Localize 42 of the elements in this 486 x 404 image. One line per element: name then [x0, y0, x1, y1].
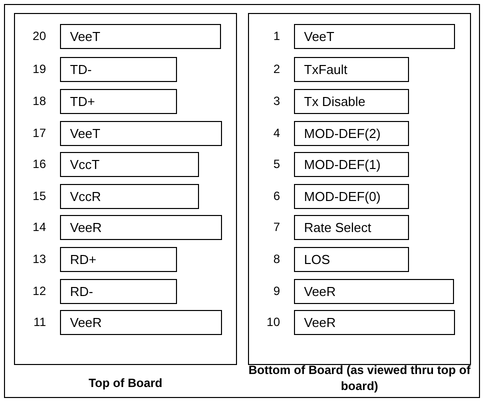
pin-number: 19	[32, 61, 46, 78]
signal-box: Rate Select	[294, 215, 409, 240]
signal-box: MOD-DEF(2)	[294, 121, 409, 146]
signal-box: RD+	[60, 247, 177, 272]
signal-box: MOD-DEF(1)	[294, 152, 409, 177]
signal-box: RD-	[60, 279, 177, 304]
pin-number: 15	[32, 188, 46, 205]
pin-number: 20	[32, 28, 46, 45]
signal-box: Tx Disable	[294, 89, 409, 114]
signal-box: TD+	[60, 89, 177, 114]
panel-caption: Top of Board	[88, 375, 164, 391]
pin-number: 16	[32, 156, 46, 173]
signal-box: VccR	[60, 184, 199, 209]
signal-box: VccT	[60, 152, 199, 177]
signal-box: VeeR	[294, 279, 454, 304]
pin-number: 9	[272, 283, 280, 300]
pin-number: 6	[272, 188, 280, 205]
pin-number: 2	[272, 61, 280, 78]
signal-box: VeeR	[294, 310, 455, 335]
pin-number: 12	[32, 283, 46, 300]
signal-box: MOD-DEF(0)	[294, 184, 409, 209]
pin-number: 3	[272, 93, 280, 110]
pin-number: 7	[272, 219, 280, 236]
signal-box: VeeT	[60, 121, 222, 146]
signal-box: VeeR	[60, 310, 222, 335]
pin-number: 10	[266, 314, 280, 331]
signal-box: LOS	[294, 247, 409, 272]
pin-number: 18	[32, 93, 46, 110]
signal-box: TD-	[60, 57, 177, 82]
pin-number: 17	[32, 125, 46, 142]
signal-box: VeeT	[60, 24, 221, 49]
pin-number: 5	[272, 156, 280, 173]
signal-box: VeeT	[294, 24, 455, 49]
pin-number: 11	[32, 314, 46, 331]
panel-caption: Bottom of Board (as viewed thru top of board)	[248, 362, 472, 394]
pin-number: 13	[32, 251, 46, 268]
signal-box: TxFault	[294, 57, 409, 82]
signal-box: VeeR	[60, 215, 222, 240]
pin-number: 1	[272, 28, 280, 45]
pin-number: 4	[272, 125, 280, 142]
pin-number: 14	[32, 219, 46, 236]
pin-number: 8	[272, 251, 280, 268]
